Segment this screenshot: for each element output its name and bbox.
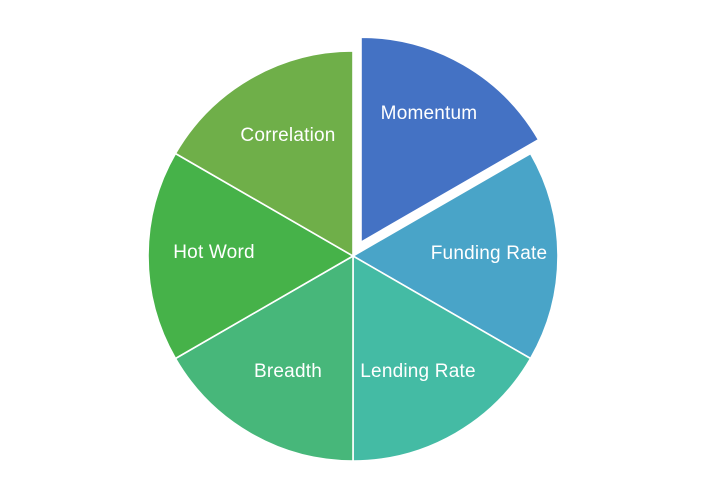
- pie-slice-label-correlation: Correlation: [240, 125, 335, 146]
- pie-slice-hot-word[interactable]: [147, 152, 354, 360]
- pie-slice-label-funding-rate: Funding Rate: [431, 243, 547, 264]
- pie-slice-correlation[interactable]: [174, 50, 354, 257]
- pie-slice-label-breadth: Breadth: [254, 361, 322, 382]
- pie-slice-funding-rate[interactable]: [352, 152, 559, 360]
- pie-slice-label-hot-word: Hot Word: [173, 242, 255, 263]
- pie-slice-lending-rate[interactable]: [352, 255, 532, 462]
- pie-slices-group: [147, 36, 559, 462]
- pie-slice-breadth[interactable]: [174, 255, 354, 462]
- pie-slice-momentum[interactable]: [360, 36, 540, 243]
- pie-slice-label-momentum: Momentum: [381, 103, 478, 124]
- pie-slice-label-lending-rate: Lending Rate: [360, 361, 475, 382]
